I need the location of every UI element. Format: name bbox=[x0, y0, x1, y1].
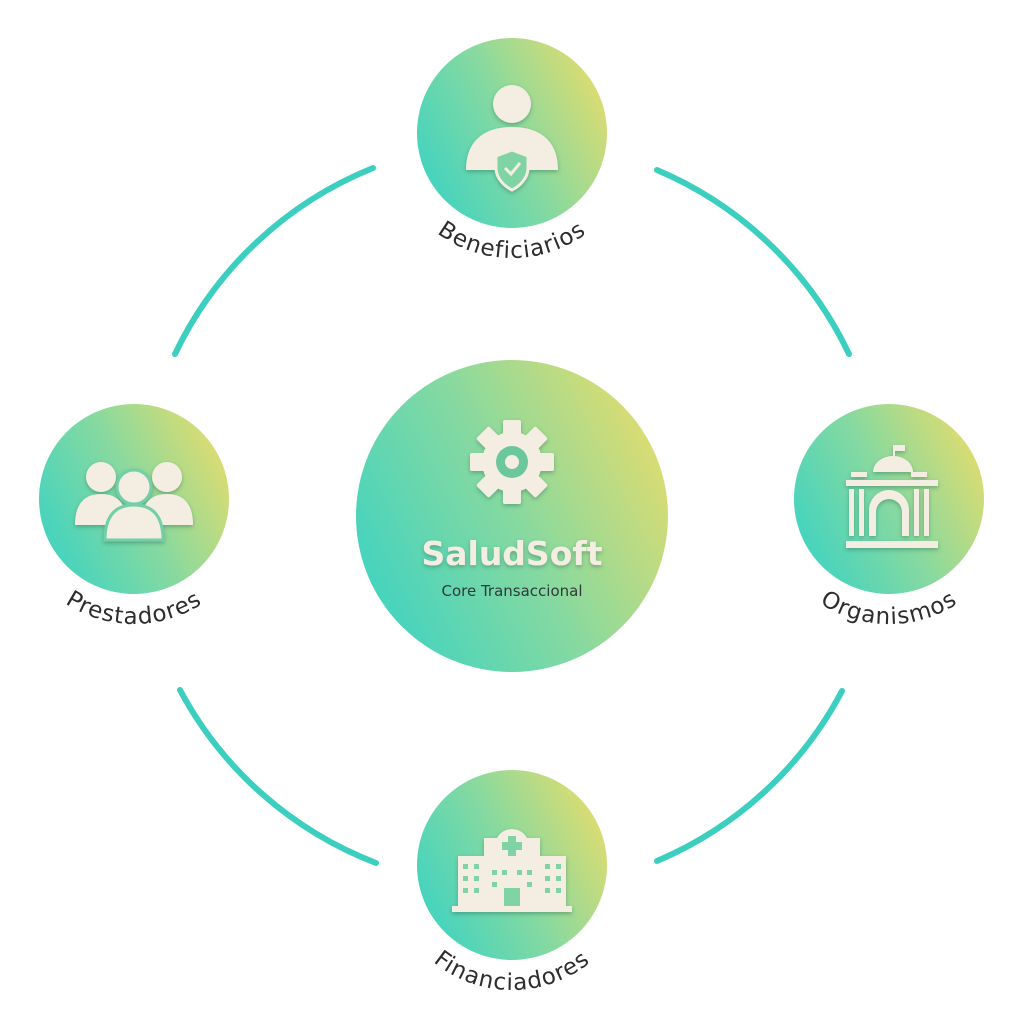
node-beneficiarios[interactable]: Beneficiarios bbox=[417, 38, 607, 264]
hospital-icon bbox=[452, 829, 572, 912]
node-organismos[interactable]: Organismos bbox=[794, 404, 984, 630]
ring-arc-bottom-right bbox=[654, 688, 845, 864]
center-title: SaludSoft bbox=[421, 534, 602, 573]
ring-arc-top-left bbox=[172, 165, 376, 357]
ring-arc-top-right bbox=[654, 167, 852, 357]
ring-arc-bottom-left bbox=[177, 687, 379, 866]
government-building-icon bbox=[846, 445, 938, 548]
group-icon bbox=[75, 462, 193, 542]
center-subtitle: Core Transaccional bbox=[441, 582, 582, 600]
node-financiadores[interactable]: Financiadores bbox=[417, 770, 607, 996]
user-shield-icon bbox=[466, 85, 558, 192]
gear-icon bbox=[470, 420, 554, 504]
connection-ring bbox=[172, 165, 852, 866]
center-node[interactable]: SaludSoft Core Transaccional bbox=[356, 360, 668, 672]
node-prestadores[interactable]: Prestadores bbox=[39, 404, 229, 630]
